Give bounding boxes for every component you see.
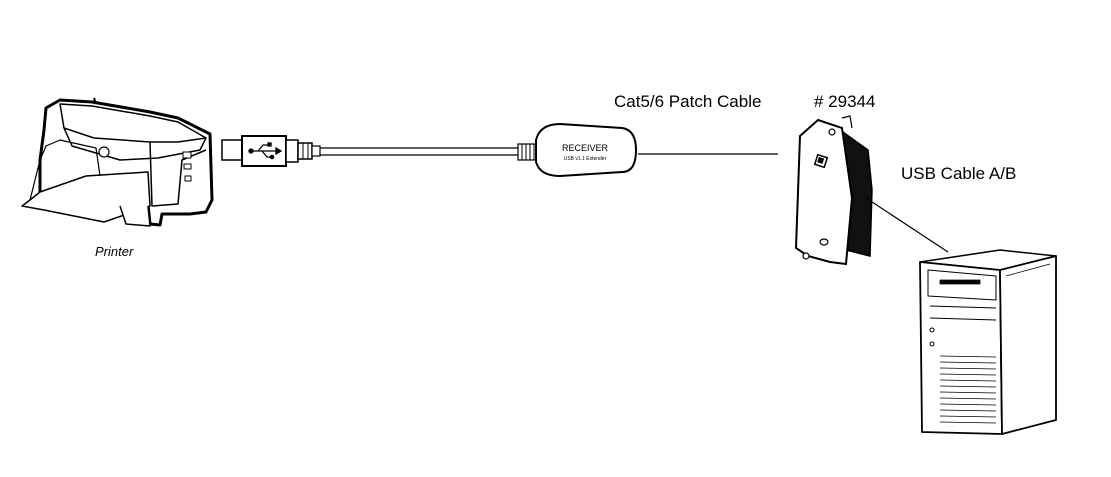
- printer-icon: [21, 97, 214, 227]
- usb-cable-ab: [865, 197, 949, 253]
- receiver-dongle: RECEIVER USB v1.1 Extender: [517, 122, 638, 178]
- printer-label: Printer: [95, 244, 134, 259]
- usb-cable-label: USB Cable A/B: [901, 164, 1017, 183]
- wall-plate-icon: [794, 115, 873, 266]
- usb-cable-printer: [320, 147, 520, 156]
- patch-cable-label: Cat5/6 Patch Cable: [614, 92, 762, 111]
- receiver-subtitle: USB v1.1 Extender: [564, 156, 607, 162]
- receiver-title: RECEIVER: [562, 143, 609, 153]
- tower-computer-icon: [919, 249, 1057, 435]
- usb-icon: [248, 142, 283, 160]
- usb-b-plug: [221, 135, 321, 167]
- part-number-label: # 29344: [814, 92, 876, 111]
